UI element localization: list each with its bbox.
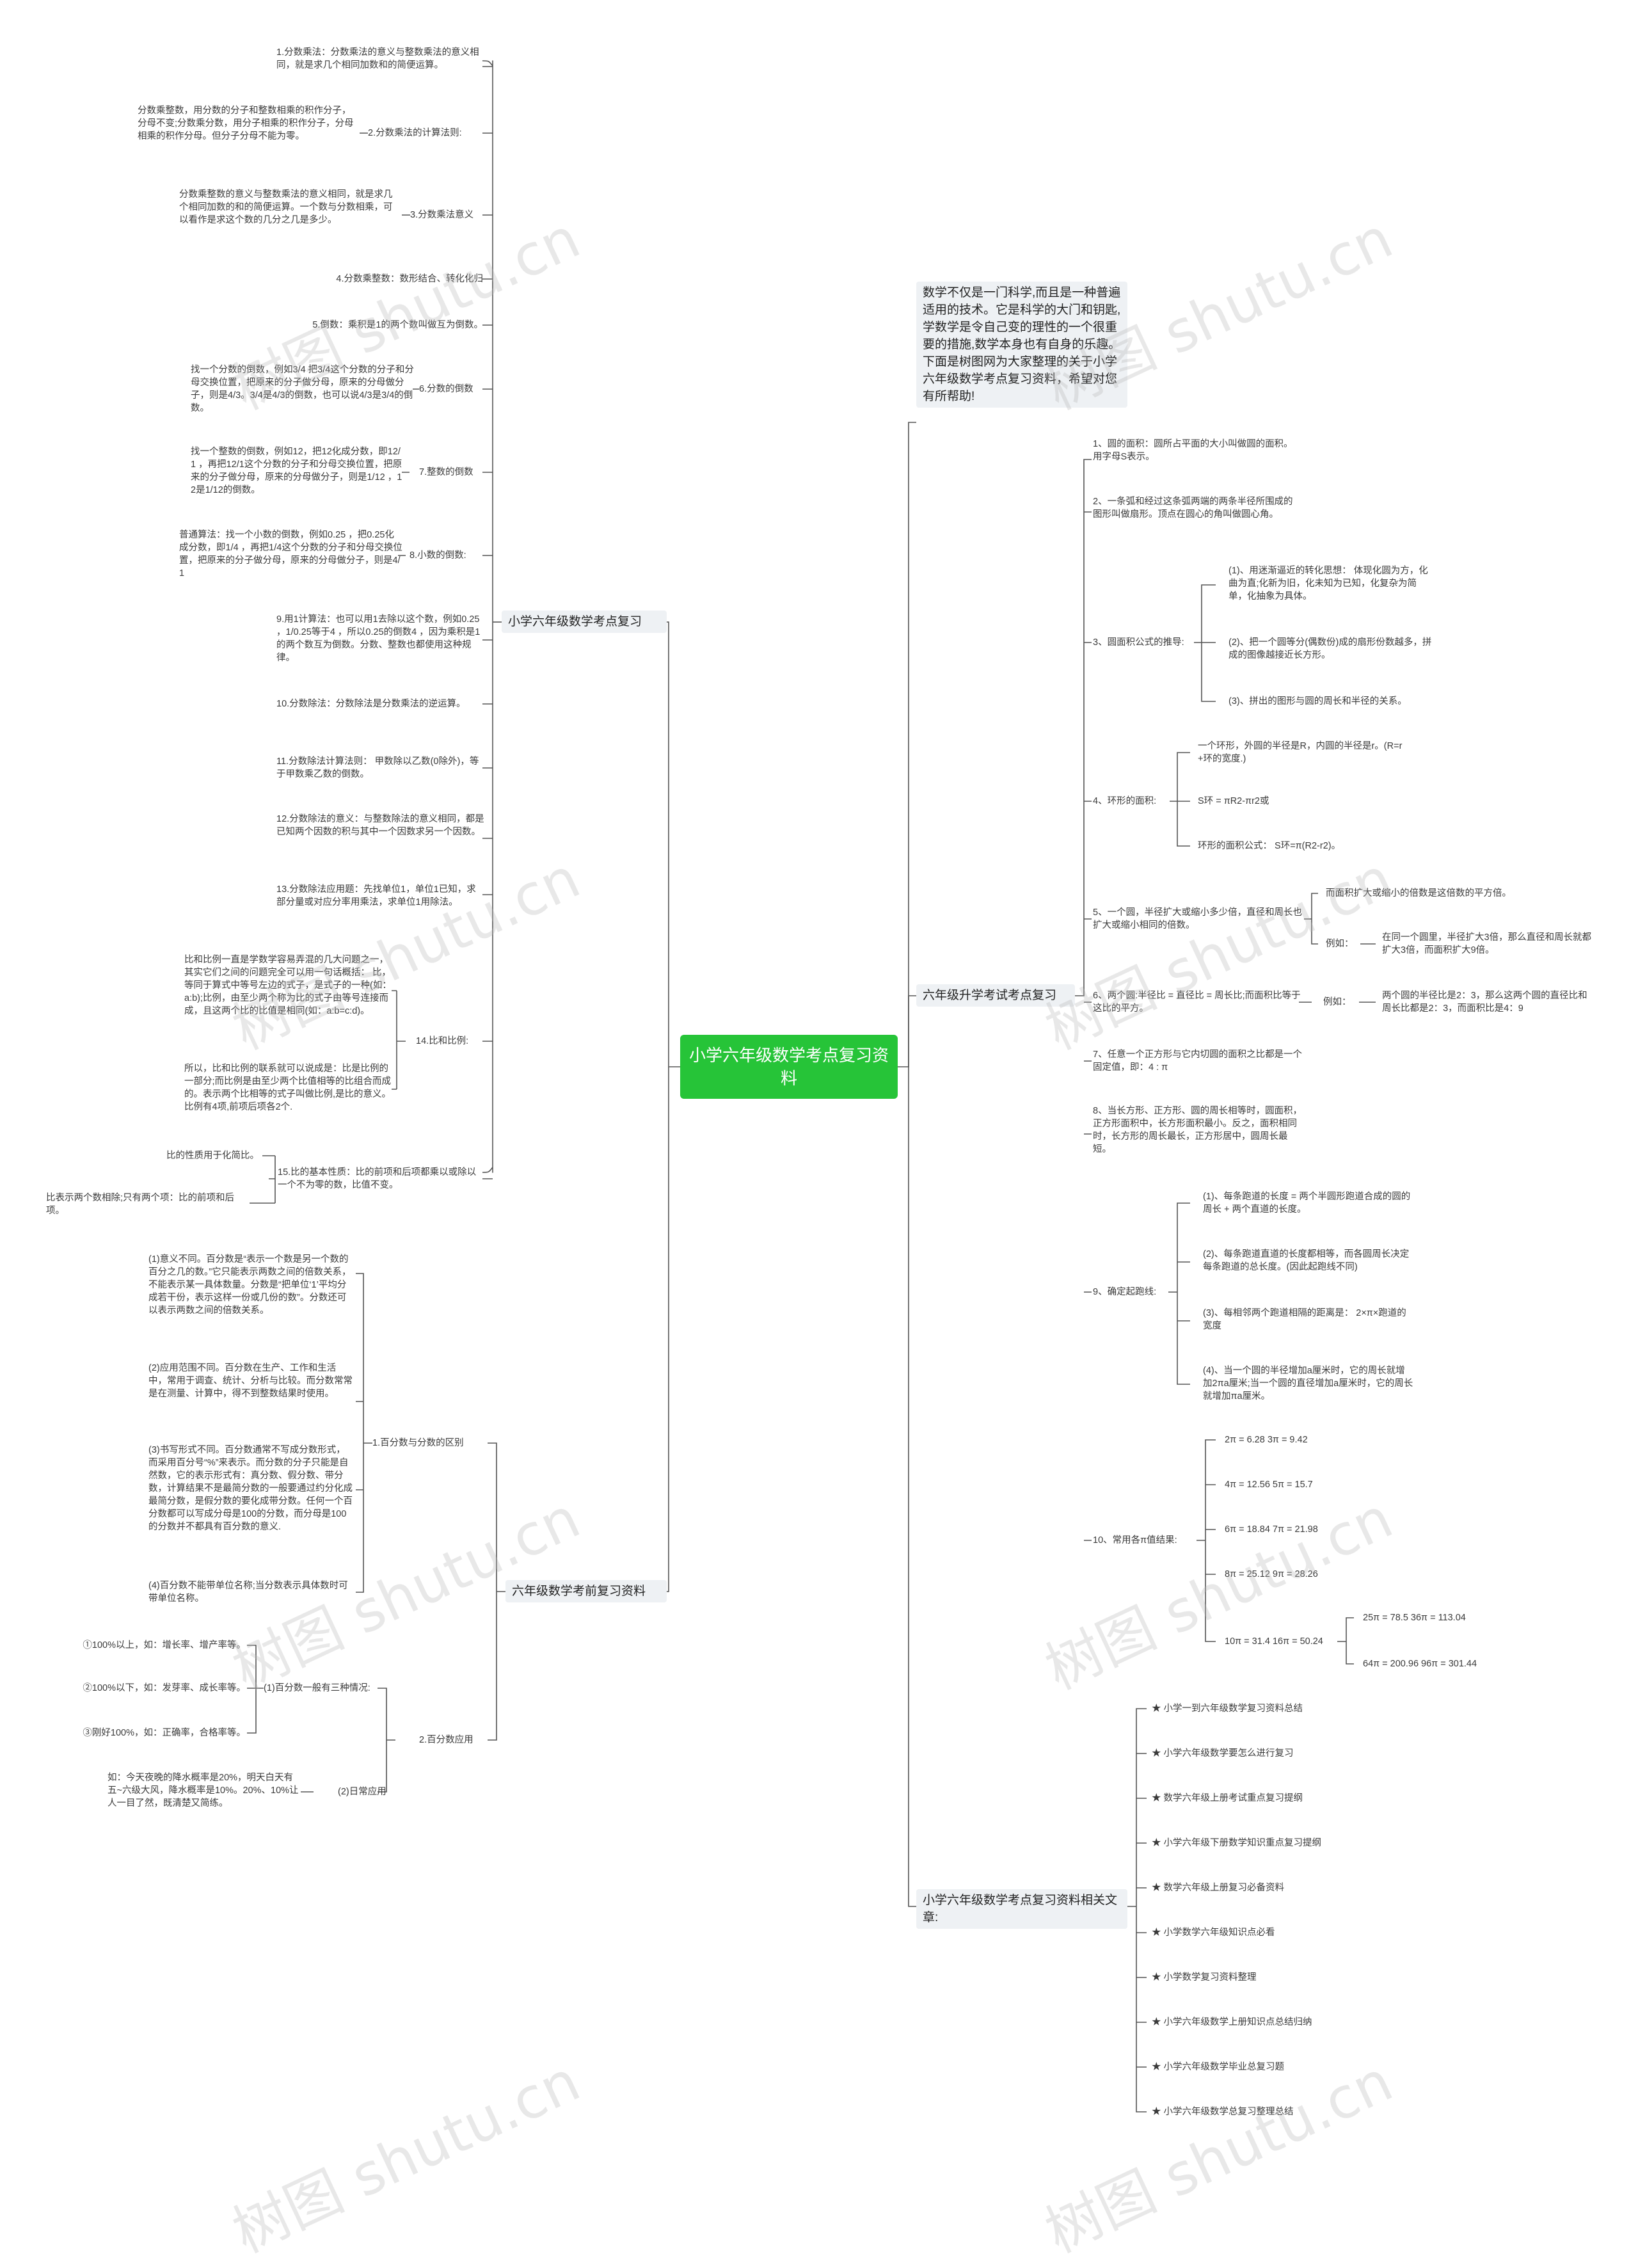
item-area-derivation-1: (1)、用迷渐逼近的转化思想： 体现化圆为方，化曲为直;化新为旧，化未知为已知，…	[1228, 566, 1428, 602]
item-fraction-mult-rule: 2.分数乘法的计算法则:	[368, 128, 462, 138]
branch-exam-review[interactable]: 六年级数学考前复习资料	[505, 1580, 667, 1602]
item-percent-case-1: ①100%以上，如：增长率、增产率等。	[83, 1640, 246, 1650]
related-article-link[interactable]: ★ 小学一到六年级数学复习资料总结	[1152, 1704, 1303, 1714]
item-start-line-3: (3)、每相邻两个跑道相隔的距离是： 2×π×跑道的宽度	[1203, 1308, 1406, 1331]
item-percent-case-3: ③刚好100%，如：正确率，合格率等。	[83, 1728, 246, 1738]
item-percent-vs-fraction-3: (3)书写形式不同。百分数通常不写成分数形式，而采用百分号“%”来表示。而分数的…	[148, 1445, 353, 1532]
item-start-line-2: (2)、每条跑道直道的长度都相等，而各圆周长决定每条跑道的总长度。(因此起跑线不…	[1203, 1249, 1410, 1272]
item-reciprocal: 5.倒数：乘积是1的两个数叫做互为倒数。	[312, 320, 483, 330]
item-fraction-division-meaning: 12.分数除法的意义：与整数除法的意义相同，都是已知两个因数的积与其中一个因数求…	[276, 814, 484, 837]
item-pi-values-5: 10π = 31.4 16π = 50.24	[1225, 1636, 1323, 1647]
item-two-circles-example: 例如：	[1323, 997, 1351, 1007]
item-fraction-division-rule: 11.分数除法计算法则： 甲数除以乙数(0除外)，等于甲数乘乙数的倒数。	[276, 756, 479, 779]
item-start-line-4: (4)、当一个圆的半径增加a厘米时，它的周长就增加2πa厘米;当一个圆的直径增加…	[1203, 1366, 1413, 1402]
root-node[interactable]: 小学六年级数学考点复习资料	[680, 1035, 898, 1099]
item-percent-daily-use-detail: 如：今天夜晚的降水概率是20%，明天白天有五~六级大风，降水概率是10%。20%…	[107, 1773, 299, 1809]
item-area-derivation: 3、圆面积公式的推导:	[1093, 637, 1184, 648]
item-ratio-property-b: 比表示两个数相除;只有两个项：比的前项和后项。	[46, 1193, 235, 1216]
related-article-link[interactable]: ★ 数学六年级上册考试重点复习提纲	[1152, 1793, 1303, 1803]
item-pi-values-4: 8π = 25.12 9π = 28.26	[1225, 1569, 1318, 1579]
item-percent-vs-fraction-2: (2)应用范围不同。百分数在生产、工作和生活中，常用于调查、统计、分析与比较。而…	[148, 1363, 353, 1399]
branch-review-points[interactable]: 小学六年级数学考点复习	[502, 611, 667, 633]
item-pi-values: 10、常用各π值结果:	[1093, 1535, 1177, 1545]
item-fraction-reciprocal: 6.分数的倒数	[419, 384, 473, 394]
item-fraction-mult-rule-detail: 分数乘整数，用分数的分子和整数相乘的积作分子，分母不变;分数乘分数，用分子相乘的…	[138, 106, 354, 141]
related-article-link[interactable]: ★ 小学六年级数学上册知识点总结归纳	[1152, 2017, 1312, 2027]
item-start-line-1: (1)、每条跑道的长度 = 两个半圆形跑道合成的圆的周长 + 两个直道的长度。	[1203, 1192, 1411, 1215]
item-ring-area: 4、环形的面积:	[1093, 796, 1157, 806]
item-fraction-reciprocal-detail: 找一个分数的倒数，例如3/4 把3/4这个分数的分子和分母交换位置，把原来的分子…	[191, 365, 414, 413]
item-percent-daily-use: (2)日常应用	[338, 1787, 386, 1797]
intro-text[interactable]: 数学不仅是一门科学,而且是一种普遍适用的技术。它是科学的大门和钥匙,学数学是令自…	[916, 282, 1127, 408]
item-circle-area: 1、圆的面积：圆所占平面的大小叫做圆的面积。 用字母S表示。	[1093, 439, 1293, 462]
item-decimal-reciprocal-detail: 普通算法：找一个小数的倒数，例如0.25 ，把0.25化成分数，即1/4 ，再把…	[179, 530, 402, 579]
item-circle-scaling: 5、一个圆，半径扩大或缩小多少倍，直径和周长也扩大或缩小相同的倍数。	[1093, 907, 1303, 930]
related-article-link[interactable]: ★ 小学六年级数学要怎么进行复习	[1152, 1748, 1294, 1759]
item-fraction-division-problems: 13.分数除法应用题：先找单位1，单位1已知，求部分量或对应分率用乘法，求单位1…	[276, 884, 476, 907]
item-integer-reciprocal-detail: 找一个整数的倒数，例如12，把12化成分数，即12/1 ，再把12/1这个分数的…	[191, 447, 402, 495]
item-decimal-reciprocal: 8.小数的倒数:	[410, 550, 466, 561]
item-fraction-division: 10.分数除法：分数除法是分数乘法的逆运算。	[276, 699, 466, 709]
item-start-line: 9、确定起跑线:	[1093, 1287, 1157, 1297]
item-integer-reciprocal: 7.整数的倒数	[419, 467, 473, 477]
item-percent-application: 2.百分数应用	[419, 1735, 473, 1745]
related-article-link[interactable]: ★ 小学数学复习资料整理	[1152, 1972, 1257, 1983]
branch-exam-points[interactable]: 六年级升学考试考点复习	[916, 984, 1075, 1007]
item-perimeter-compare: 8、当长方形、正方形、圆的周长相等时，圆面积，正方形面积中，长方形面积最小。反之…	[1093, 1106, 1303, 1154]
item-area-derivation-2: (2)、把一个圆等分(偶数份)成的扇形份数越多，拼成的图像越接近长方形。	[1228, 637, 1432, 660]
branch-related-articles[interactable]: 小学六年级数学考点复习资料相关文章:	[916, 1889, 1127, 1929]
item-fraction-mult-meaning: 3.分数乘法意义	[410, 210, 474, 220]
item-percent-vs-fraction-1: (1)意义不同。百分数是“表示一个数是另一个数的百分之几的数。”它只能表示两数之…	[148, 1254, 351, 1316]
item-pi-values-1: 2π = 6.28 3π = 9.42	[1225, 1435, 1308, 1445]
item-fraction-multiplication: 1.分数乘法：分数乘法的意义与整数乘法的意义相同，就是求几个相同加数和的简便运算…	[276, 47, 479, 70]
item-pi-values-5b: 64π = 200.96 96π = 301.44	[1363, 1659, 1477, 1669]
item-circle-scaling-area: 而面积扩大或缩小的倍数是这倍数的平方倍。	[1326, 888, 1511, 898]
related-article-link[interactable]: ★ 小学数学六年级知识点必看	[1152, 1928, 1275, 1938]
related-article-link[interactable]: ★ 小学六年级数学总复习整理总结	[1152, 2107, 1294, 2117]
item-circle-scaling-example-detail: 在同一个圆里，半径扩大3倍，那么直径和周长就都扩大3倍，而面积扩大9倍。	[1382, 932, 1592, 955]
item-percent-vs-fraction: 1.百分数与分数的区别	[372, 1438, 464, 1448]
item-percent-three-cases: (1)百分数一般有三种情况:	[264, 1683, 370, 1693]
item-pi-values-3: 6π = 18.84 7π = 21.98	[1225, 1524, 1318, 1535]
related-article-link[interactable]: ★ 数学六年级上册复习必备资料	[1152, 1883, 1285, 1893]
item-two-circles-example-detail: 两个圆的半径比是2：3，那么这两个圆的直径比和周长比都是2：3，而面积比是4：9	[1382, 991, 1587, 1014]
item-pi-values-5a: 25π = 78.5 36π = 113.04	[1363, 1613, 1466, 1623]
item-fraction-mult-meaning-detail: 分数乘整数的意义与整数乘法的意义相同，就是求几个相同加数的和的简便运算。一个数与…	[179, 189, 393, 225]
item-circle-scaling-example: 例如：	[1326, 939, 1354, 949]
item-area-derivation-3: (3)、拼出的图形与圆的周长和半径的关系。	[1228, 696, 1407, 707]
item-ratio-proportion-a: 比和比例一直是学数学容易弄混的几大问题之一，其实它们之间的问题完全可以用一句话概…	[184, 955, 392, 1016]
item-fraction-times-integer: 4.分数乘整数：数形结合、转化化归	[336, 274, 483, 284]
item-percent-case-2: ②100%以下，如：发芽率、成长率等。	[83, 1683, 246, 1693]
item-ratio-property-a: 比的性质用于化简比。	[166, 1151, 259, 1161]
item-pi-values-2: 4π = 12.56 5π = 15.7	[1225, 1480, 1313, 1490]
item-divide-by-one: 9.用1计算法：也可以用1去除以这个数，例如0.25 ，1/0.25等于4 ，所…	[276, 614, 481, 663]
item-ring-area-2: S环 = πR2-πr2或	[1198, 796, 1269, 806]
connector-lines	[247, 60, 1376, 2112]
item-ring-area-3: 环形的面积公式： S环=π(R2-r2)。	[1198, 841, 1341, 851]
item-two-circles: 6、两个圆:半径比 = 直径比 = 周长比;而面积比等于这比的平方。	[1093, 991, 1301, 1014]
related-article-link[interactable]: ★ 小学六年级数学毕业总复习题	[1152, 2062, 1285, 2072]
item-sector: 2、一条弧和经过这条弧两端的两条半径所围成的图形叫做扇形。顶点在圆心的角叫做圆心…	[1093, 497, 1293, 520]
related-article-link[interactable]: ★ 小学六年级下册数学知识重点复习提纲	[1152, 1838, 1322, 1848]
item-ratio-proportion: 14.比和比例:	[416, 1036, 469, 1046]
item-ratio-property: 15.比的基本性质：比的前项和后项都乘以或除以一个不为零的数，比值不变。	[278, 1167, 477, 1190]
item-ring-area-1: 一个环形，外圆的半径是R，内圆的半径是r。(R=r+环的宽度.)	[1198, 741, 1403, 764]
item-ratio-proportion-b: 所以，比和比例的联系就可以说成是：比是比例的一部分;而比例是由至少两个比值相等的…	[184, 1064, 392, 1112]
item-percent-vs-fraction-4: (4)百分数不能带单位名称;当分数表示具体数时可带单位名称。	[148, 1581, 348, 1604]
item-square-incircle: 7、任意一个正方形与它内切圆的面积之比都是一个固定值，即：4 : π	[1093, 1050, 1303, 1073]
